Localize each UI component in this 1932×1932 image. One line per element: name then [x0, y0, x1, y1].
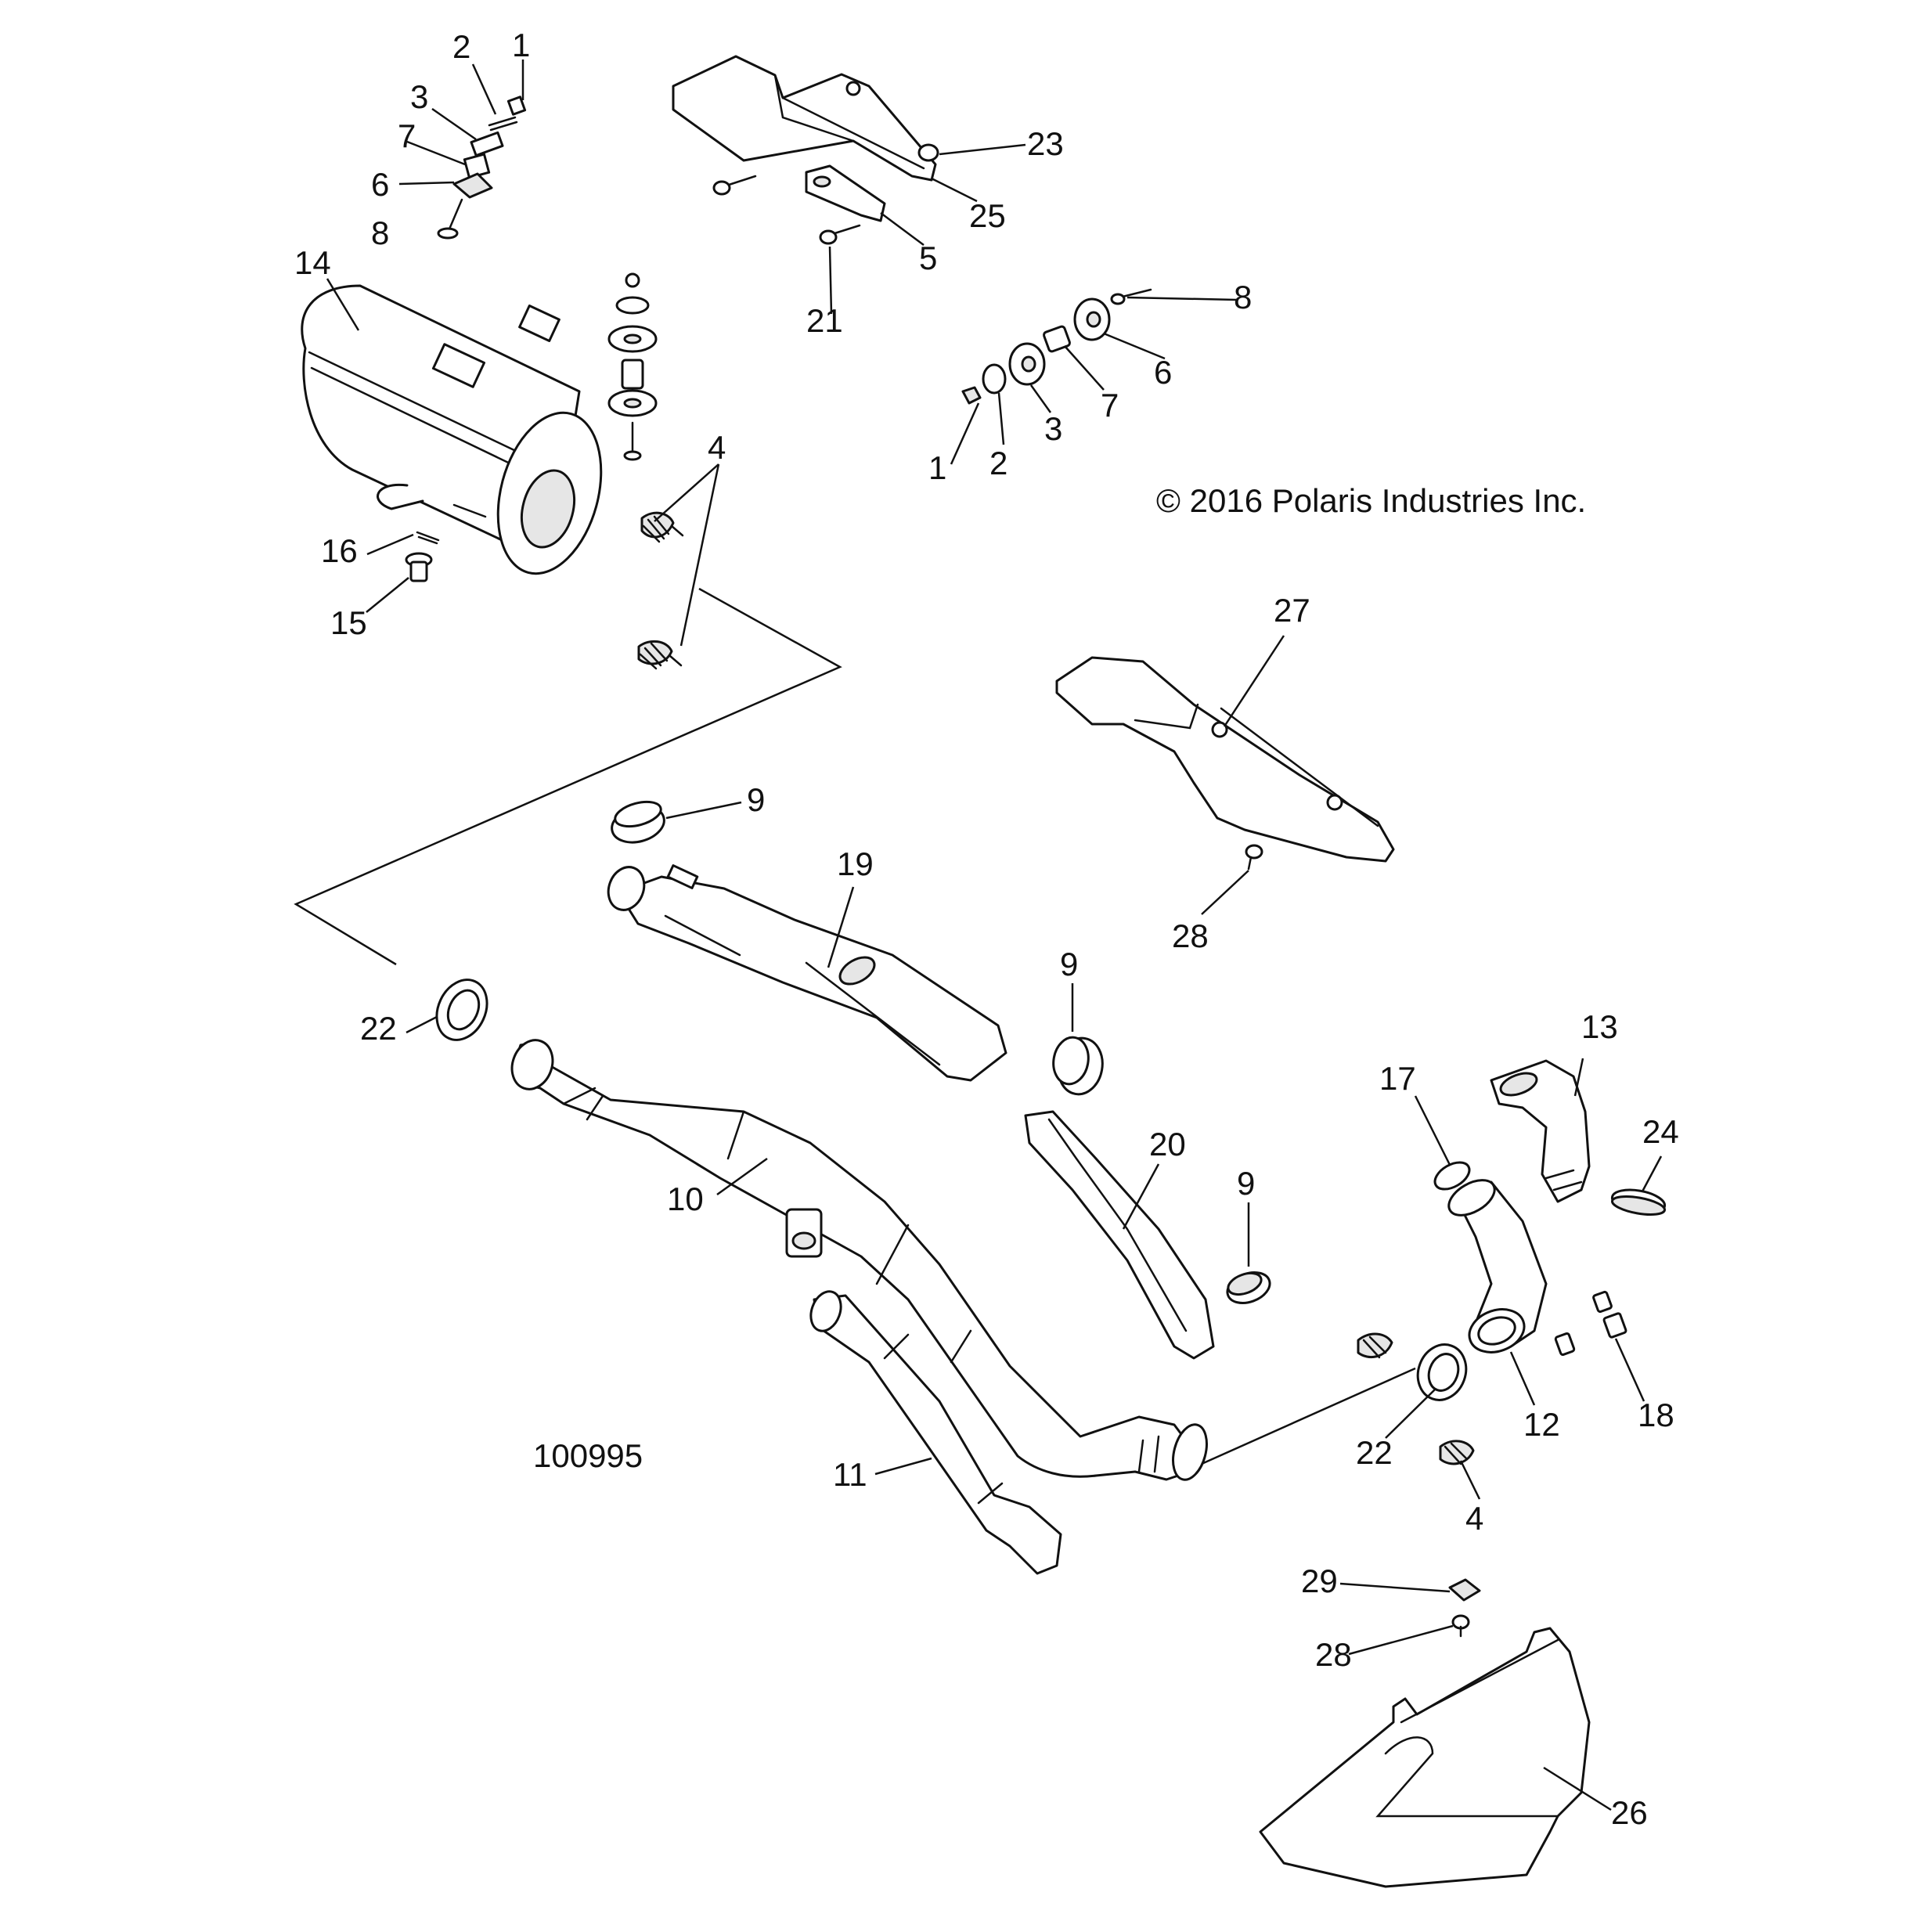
clamp-9-middle: [1052, 1036, 1104, 1096]
callout-26: 26: [1611, 1794, 1648, 1831]
callouts: 1 2 3 7 6 8 14 16 15 4 23 25 5 21 8 6 7 …: [294, 27, 1679, 1831]
figure-number: 100995: [533, 1437, 643, 1474]
callout-18: 18: [1638, 1397, 1674, 1433]
bolt-21: [819, 224, 861, 245]
callout-28-upper: 28: [1172, 917, 1209, 954]
nut-23: [917, 143, 939, 162]
mount-hardware-stack-left: [437, 96, 527, 240]
callout-8: 8: [371, 214, 389, 251]
mount-hardware-row-right: [961, 288, 1152, 405]
flange-pipe-13: [1490, 1059, 1591, 1203]
clip-16: [416, 531, 440, 545]
callout-27: 27: [1274, 592, 1310, 629]
callout-28-lower: 28: [1315, 1636, 1352, 1673]
callout-4-top: 4: [708, 429, 726, 466]
bolt-top-left: [712, 175, 757, 196]
callout-7: 7: [398, 117, 416, 154]
spring-4-lower-right: [1439, 1440, 1475, 1465]
spring-lower: [637, 640, 683, 670]
callout-1-right: 1: [928, 449, 946, 486]
callout-11: 11: [833, 1456, 867, 1493]
callout-10: 10: [667, 1180, 704, 1217]
callout-12: 12: [1523, 1406, 1560, 1443]
callout-6: 6: [371, 166, 389, 203]
heat-shield-26: [1259, 1627, 1591, 1888]
heat-shield-27: [1055, 656, 1395, 863]
clamp-9-right: [1226, 1271, 1271, 1304]
callout-3-right: 3: [1044, 410, 1062, 447]
gasket-17: [1433, 1161, 1471, 1191]
callout-22-left: 22: [360, 1010, 397, 1047]
callout-5: 5: [919, 240, 937, 276]
callout-15: 15: [330, 604, 367, 641]
callout-2: 2: [452, 28, 470, 65]
callout-21: 21: [806, 302, 843, 339]
ring-22-right: [1416, 1343, 1468, 1401]
screw-28-lower: [1451, 1614, 1470, 1638]
callout-8-right: 8: [1234, 279, 1252, 315]
leader-lines: [326, 59, 1663, 1811]
callout-16: 16: [321, 532, 358, 569]
sensor-18: [1554, 1290, 1627, 1357]
callout-23: 23: [1027, 125, 1064, 162]
spring-right-mid: [1357, 1332, 1393, 1359]
spring-upper: [640, 511, 684, 543]
callout-6-right: 6: [1154, 354, 1172, 391]
callout-13: 13: [1581, 1008, 1618, 1045]
callout-2-right: 2: [989, 445, 1007, 481]
pipe-11: [809, 1290, 1062, 1575]
plug-15: [405, 552, 433, 582]
callout-24: 24: [1642, 1113, 1679, 1150]
callout-19: 19: [837, 845, 874, 882]
assembly-outline: [294, 587, 842, 966]
callout-1: 1: [512, 27, 530, 63]
callout-7-right: 7: [1101, 387, 1119, 424]
callout-9-middle: 9: [1060, 946, 1078, 982]
callout-9-right: 9: [1237, 1165, 1255, 1202]
pipe-10: [510, 1039, 1208, 1481]
ring-22-left: [435, 979, 488, 1041]
muffler: [301, 284, 603, 575]
elbow-pipe-12: [1447, 1179, 1548, 1353]
heat-shield-top: [672, 55, 937, 182]
clamp-24: [1610, 1188, 1667, 1216]
callout-20: 20: [1149, 1126, 1186, 1162]
callout-4-lower-right: 4: [1465, 1500, 1483, 1537]
callout-25: 25: [969, 197, 1006, 234]
callout-14: 14: [294, 244, 331, 281]
callout-17: 17: [1379, 1060, 1416, 1097]
callout-22-right: 22: [1356, 1434, 1393, 1471]
muffler-mount-stack: [607, 272, 658, 461]
bracket-5: [805, 164, 886, 222]
copyright: © 2016 Polaris Industries Inc.: [1156, 482, 1586, 519]
callout-3: 3: [410, 78, 428, 115]
pipe-20: [1024, 1110, 1215, 1360]
clip-29: [1448, 1578, 1481, 1602]
clamp-9-upper: [611, 800, 665, 844]
pipe-19: [607, 864, 1007, 1082]
screw-28-upper: [1245, 844, 1263, 870]
callout-9-upper: 9: [747, 781, 765, 818]
callout-29: 29: [1301, 1563, 1338, 1599]
